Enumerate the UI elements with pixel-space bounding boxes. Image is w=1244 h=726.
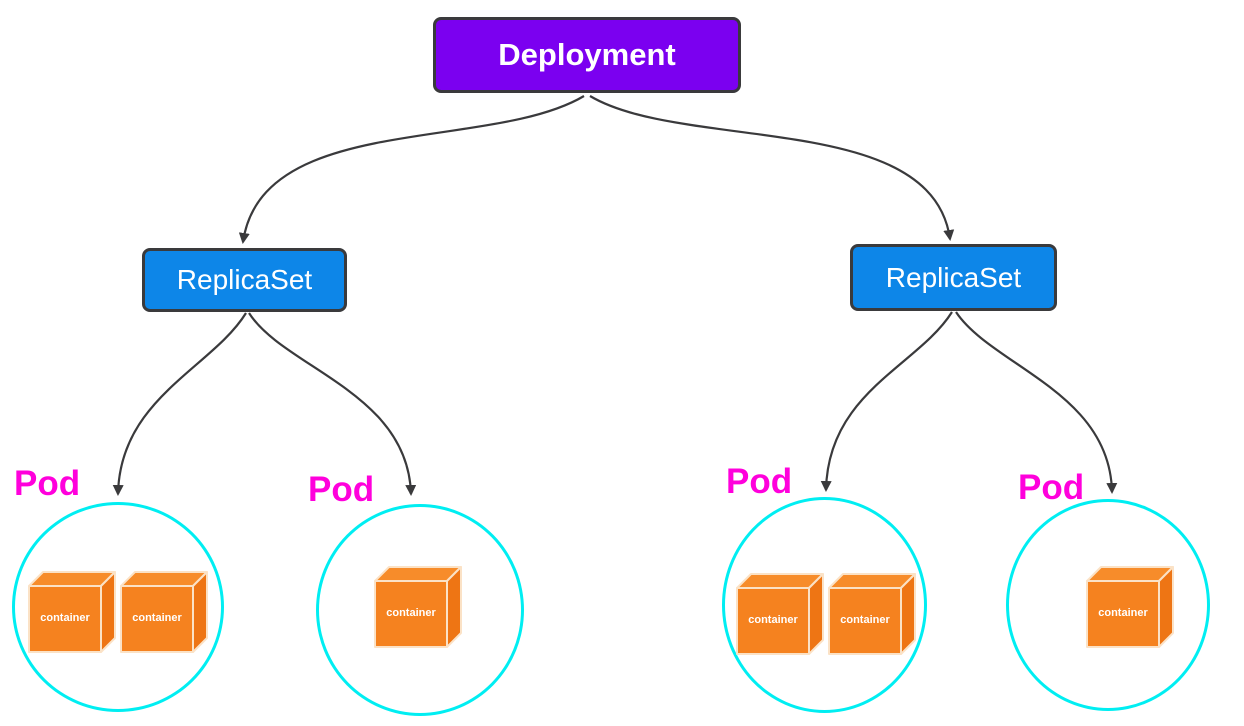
container-label: container xyxy=(40,612,90,625)
arrow-replicaset-1-to-pod-1 xyxy=(112,312,247,496)
container-label: container xyxy=(386,607,436,620)
pod-label-3: Pod xyxy=(726,462,793,501)
container-cube: container xyxy=(28,571,116,653)
replicaset-node-2: ReplicaSet xyxy=(850,244,1057,311)
replicaset-label: ReplicaSet xyxy=(885,261,1022,293)
container-label: container xyxy=(748,614,798,627)
container-label: container xyxy=(1098,607,1148,620)
container-cube: container xyxy=(1086,566,1174,648)
container-cube: container xyxy=(374,566,462,648)
replicaset-label: ReplicaSet xyxy=(176,264,313,295)
arrow-deployment-to-replicaset-2 xyxy=(589,95,955,241)
arrow-deployment-to-replicaset-1 xyxy=(238,95,585,244)
pod-label-2: Pod xyxy=(308,470,375,509)
pod-circle-2 xyxy=(316,504,524,716)
pod-label-1: Pod xyxy=(14,464,81,503)
container-cube: container xyxy=(828,573,916,655)
pod-circle-4 xyxy=(1006,499,1210,711)
deployment-node: Deployment xyxy=(433,17,741,93)
replicaset-node-1: ReplicaSet xyxy=(142,248,347,312)
pod-circle-1 xyxy=(12,502,224,712)
arrow-replicaset-2-to-pod-4 xyxy=(955,311,1118,494)
arrow-replicaset-1-to-pod-2 xyxy=(248,312,417,496)
pod-label-4: Pod xyxy=(1018,468,1085,507)
container-cube: container xyxy=(120,571,208,653)
arrow-replicaset-2-to-pod-3 xyxy=(820,311,953,492)
container-cube: container xyxy=(736,573,824,655)
container-label: container xyxy=(840,614,890,627)
container-label: container xyxy=(132,612,182,625)
pod-circle-3 xyxy=(722,497,927,713)
deployment-label: Deployment xyxy=(498,37,676,72)
